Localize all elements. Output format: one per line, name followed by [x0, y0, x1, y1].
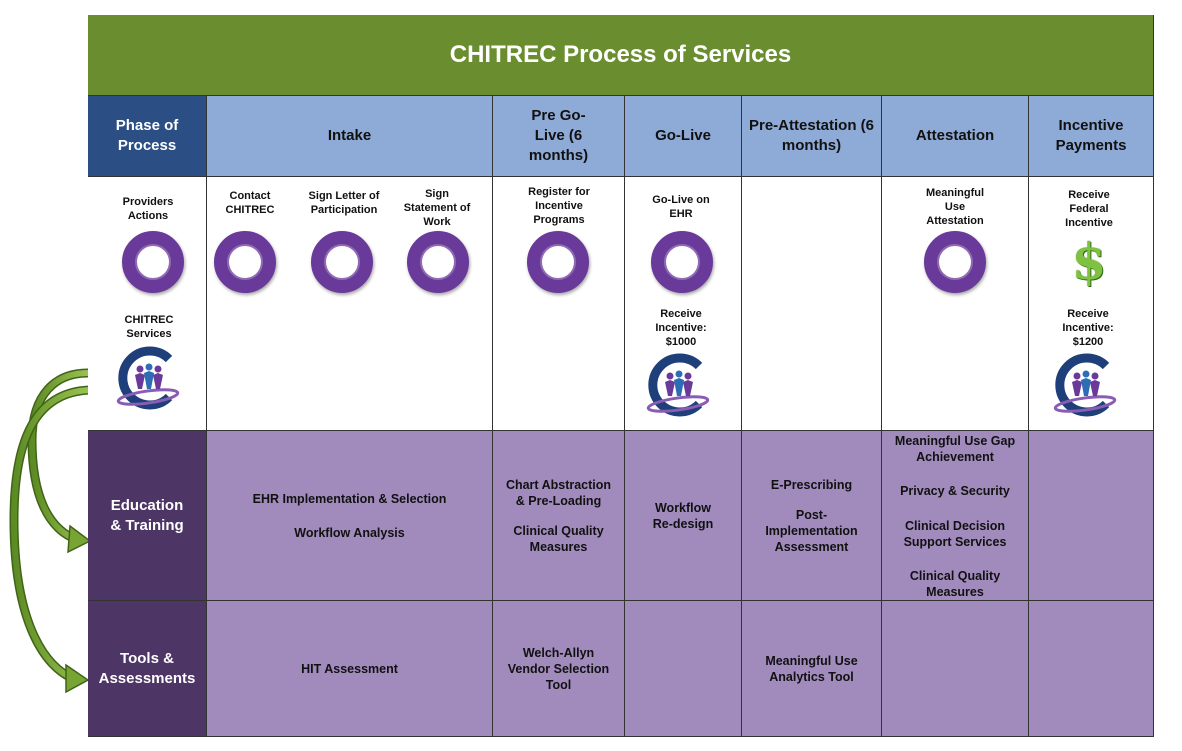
- edu-item: Workflow Analysis: [294, 525, 405, 540]
- step-sign-statement: Sign Statement of Work: [403, 188, 471, 228]
- chitrec-logo-icon: [646, 353, 710, 417]
- step-contact-chitrec: Contact CHITREC: [225, 190, 275, 216]
- education-pre-go-live: Chart Abstraction & Pre-Loading Clinical…: [493, 431, 625, 601]
- curved-arrow-icon: [27, 368, 95, 554]
- actions-cell-attestation: [882, 177, 1029, 431]
- edu-item: Post-Implementation Assessment: [765, 507, 858, 554]
- tools-pre-attestation: Meaningful Use Analytics Tool: [742, 601, 882, 737]
- step-go-live-ehr: Go-Live on EHR: [652, 194, 710, 220]
- edu-item: Clinical Quality Measures: [513, 523, 604, 554]
- step-sign-letter: Sign Letter of Participation: [308, 190, 380, 216]
- edu-item: EHR Implementation & Selection: [252, 491, 447, 506]
- edu-item: Clinical Quality Measures: [909, 568, 1001, 599]
- ring-icon: [924, 231, 986, 293]
- curved-arrows: [9, 368, 95, 694]
- header-attestation: Attestation: [882, 96, 1029, 177]
- edu-item: E-Prescribing: [770, 477, 853, 492]
- step-register-incentive: Register for Incentive Programs: [528, 186, 590, 226]
- golive-incentive-label: Receive Incentive: $1000: [655, 308, 707, 348]
- ring-icon: [122, 231, 184, 293]
- education-pre-attestation: E-Prescribing Post-Implementation Assess…: [742, 431, 882, 601]
- tools-incentive: [1029, 601, 1154, 737]
- edu-item: Workflow Re-design: [652, 500, 714, 531]
- edu-item: Privacy & Security: [900, 484, 1010, 499]
- ring-icon: [527, 231, 589, 293]
- education-attestation: Meaningful Use Gap Achievement Privacy &…: [882, 431, 1029, 601]
- edu-item: Clinical Decision Support Services: [903, 518, 1007, 549]
- tools-attestation: [882, 601, 1029, 737]
- final-incentive-label: Receive Incentive: $1200: [1062, 308, 1114, 348]
- chitrec-services-label: CHITREC Services: [124, 314, 174, 340]
- header-intake: Intake: [207, 96, 493, 177]
- actions-cell-pre-attestation: [742, 177, 882, 431]
- federal-incentive-label: Receive Federal Incentive: [1065, 189, 1113, 229]
- header-pre-attestation: Pre-Attestation (6 months): [742, 96, 882, 177]
- education-go-live: Workflow Re-design: [625, 431, 742, 601]
- actions-cell-pre-go-live: [493, 177, 625, 431]
- page-title: CHITREC Process of Services: [88, 15, 1154, 96]
- education-incentive: [1029, 431, 1154, 601]
- row-label-tools: Tools & Assessments: [88, 601, 207, 737]
- edu-item: Chart Abstraction & Pre-Loading: [505, 477, 612, 508]
- actions-cell-go-live: [625, 177, 742, 431]
- row-label-education: Education & Training: [88, 431, 207, 601]
- chitrec-logo-icon: [1053, 353, 1117, 417]
- ring-icon: [311, 231, 373, 293]
- header-pre-go-live: Pre Go-Live (6 months): [493, 96, 625, 177]
- ring-icon: [214, 231, 276, 293]
- header-go-live: Go-Live: [625, 96, 742, 177]
- chitrec-logo-icon: [116, 346, 180, 410]
- ring-icon: [407, 231, 469, 293]
- tools-pre-go-live: Welch-Allyn Vendor Selection Tool: [493, 601, 625, 737]
- step-mu-attestation: Meaningful Use Attestation: [925, 187, 985, 227]
- ring-icon: [651, 231, 713, 293]
- dollar-icon: $: [1071, 232, 1107, 291]
- header-incentive-payments: Incentive Payments: [1029, 96, 1154, 177]
- tools-go-live: [625, 601, 742, 737]
- curved-arrow-icon: [9, 385, 95, 694]
- education-intake: EHR Implementation & Selection Workflow …: [207, 431, 493, 601]
- edu-item: Meaningful Use Gap Achievement: [894, 434, 1016, 464]
- actions-cell-intake: [207, 177, 493, 431]
- header-phase: Phase of Process: [88, 96, 207, 177]
- tools-intake: HIT Assessment: [207, 601, 493, 737]
- providers-actions-label: Providers Actions: [122, 196, 174, 222]
